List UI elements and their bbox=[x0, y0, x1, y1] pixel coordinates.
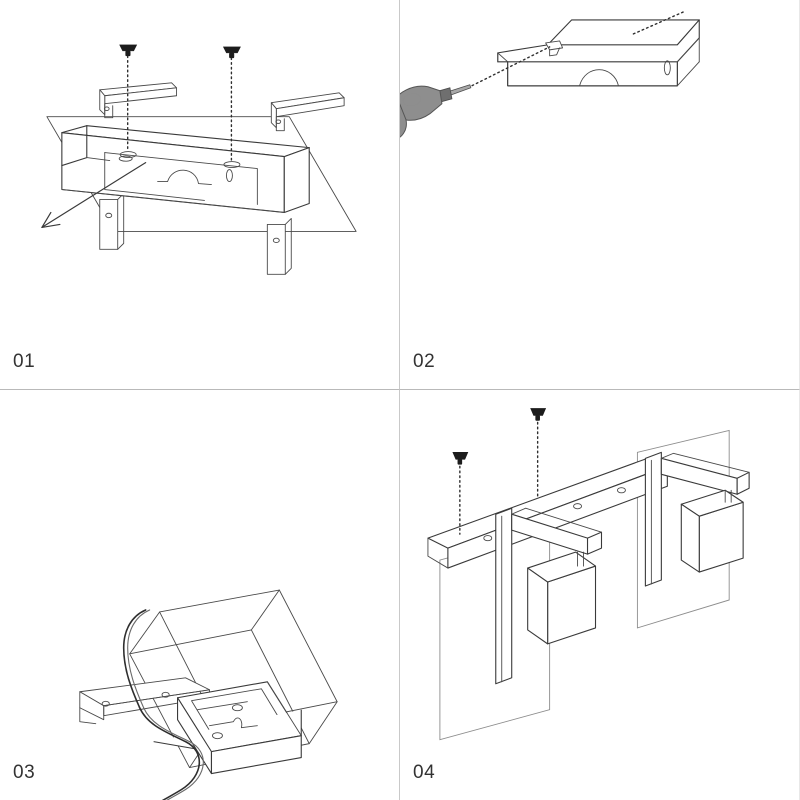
step-label-02: 02 bbox=[413, 351, 436, 372]
screw-right bbox=[530, 408, 547, 497]
step-label-01: 01 bbox=[13, 351, 36, 372]
fixture-head-front bbox=[527, 551, 597, 645]
upper-bracket-right bbox=[270, 92, 345, 132]
lower-bracket-right bbox=[266, 217, 292, 275]
channel-bar bbox=[497, 19, 700, 87]
screw-right bbox=[222, 46, 241, 169]
dotted-aim-line bbox=[467, 46, 551, 89]
panel-03: 03 bbox=[0, 390, 400, 800]
panel-04: 04 bbox=[400, 390, 800, 800]
step-label-04: 04 bbox=[413, 762, 436, 783]
lower-bracket-left bbox=[99, 193, 125, 250]
panel-04-illustration bbox=[427, 408, 750, 741]
wall-plate bbox=[46, 116, 357, 232]
mounting-rail bbox=[427, 457, 668, 569]
fixture-head-rear bbox=[680, 489, 744, 573]
panel-01-illustration bbox=[41, 44, 357, 275]
panel-02-illustration bbox=[400, 11, 700, 138]
direction-arrow bbox=[41, 161, 147, 229]
bracket-flange bbox=[632, 11, 684, 35]
channel-bar bbox=[153, 681, 302, 775]
channel-bar bbox=[61, 125, 310, 214]
step-label-03: 03 bbox=[13, 762, 36, 783]
cable bbox=[122, 609, 204, 800]
upper-bracket-left bbox=[99, 82, 178, 119]
screw-left bbox=[119, 44, 138, 159]
electric-screwdriver bbox=[400, 84, 472, 138]
arm-front bbox=[495, 507, 603, 685]
arm-rear bbox=[644, 451, 750, 587]
wall-bracket bbox=[79, 677, 210, 725]
panel-03-illustration bbox=[79, 589, 338, 800]
panel-02: 02 bbox=[400, 0, 800, 390]
panel-01: 01 bbox=[0, 0, 400, 390]
screw-left bbox=[452, 452, 469, 535]
